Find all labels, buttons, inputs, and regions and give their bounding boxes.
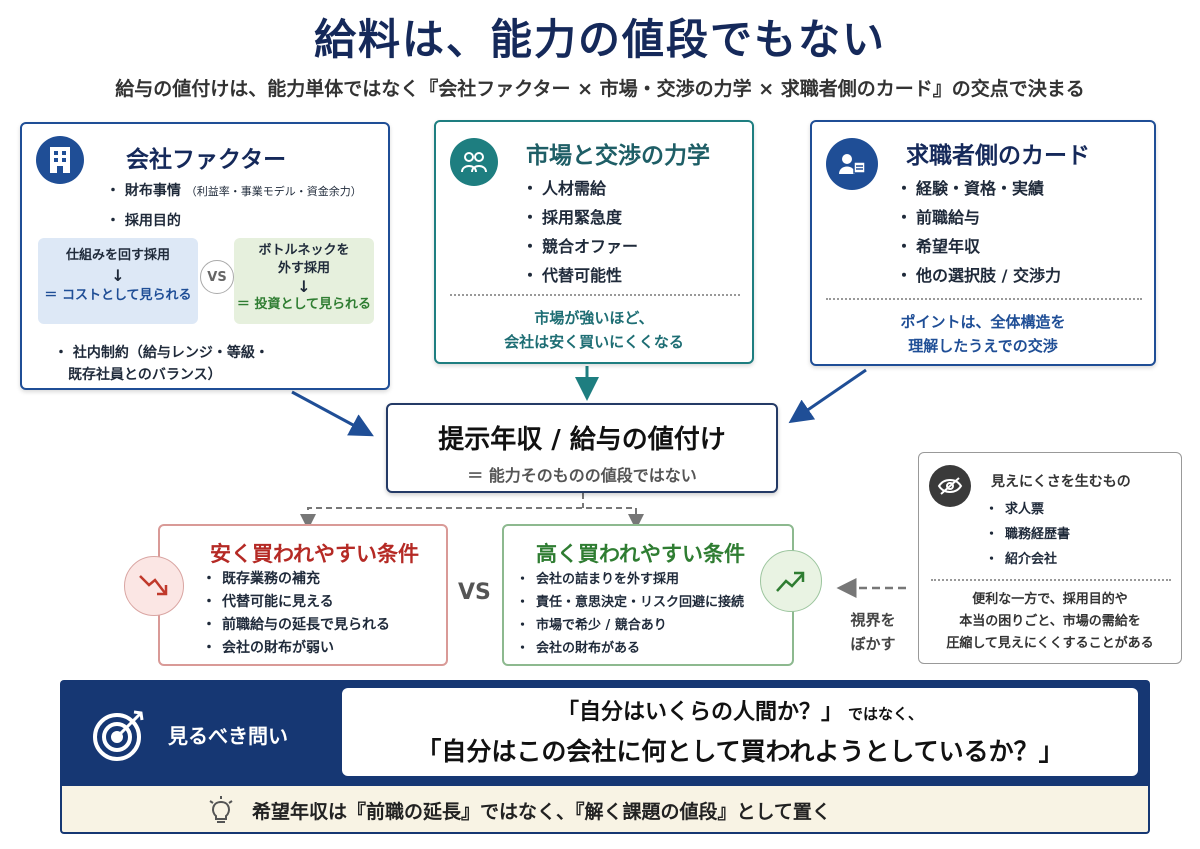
seeker-heading: 求職者側のカード — [906, 143, 1090, 169]
list-item: 既存業務の補充 — [200, 568, 390, 591]
divider — [931, 579, 1171, 581]
page-subtitle: 給与の値付けは、能力単体ではなく『会社ファクター × 市場・交渉の力学 × 求職… — [115, 78, 1085, 100]
market-list: 人材需給 採用緊急度 競合オファー 代替可能性 — [520, 174, 638, 290]
question-line-1: 「自分はいくらの人間か？」 ではなく、 — [556, 700, 924, 725]
list-item: 責任・意思決定・リスク回避に接続 — [514, 591, 744, 614]
list-item: 希望年収 — [894, 232, 1061, 261]
list-item: 求人票 — [983, 497, 1070, 522]
cheap-list: 既存業務の補充 代替可能に見える 前職給与の延長で見られる 会社の財布が弱い — [200, 568, 390, 660]
company-constraint: ・ 社内制約（給与レンジ・等級・ 既存社員とのバランス） — [54, 345, 269, 383]
trend-down-icon — [124, 556, 184, 616]
list-item: 人材需給 — [520, 174, 638, 203]
question-line-2: 「自分はこの会社に何として買われようとしているか？」 — [416, 737, 1064, 766]
seeker-note: ポイントは、全体構造を 理解したうえでの交渉 — [900, 313, 1066, 355]
offer-salary-box: 提示年収 / 給与の値付け ＝ 能力そのものの値段ではない — [386, 403, 778, 493]
list-item: 前職給与 — [894, 203, 1061, 232]
list-item: 職務経歴書 — [983, 522, 1070, 547]
expensive-conditions-card: 高く買われやすい条件 会社の詰まりを外す採用 責任・意思決定・リスク回避に接続 … — [502, 524, 794, 666]
expensive-list: 会社の詰まりを外す採用 責任・意思決定・リスク回避に接続 市場で希少 / 競合あ… — [514, 568, 744, 660]
list-item: 会社の財布が弱い — [200, 637, 390, 660]
question-panel: 見るべき問い 「自分はいくらの人間か？」 ではなく、 「自分はこの会社に何として… — [60, 680, 1150, 786]
list-item: 代替可能性 — [520, 261, 638, 290]
list-item: 紹介会社 — [983, 547, 1070, 572]
arrow-company-to-center — [291, 390, 374, 437]
offer-title: 提示年収 / 給与の値付け — [438, 425, 726, 455]
id-card-icon — [826, 138, 878, 190]
list-item: 競合オファー — [520, 232, 638, 261]
investment-hiring-title-2: 外す採用 — [277, 261, 330, 276]
list-item: 会社の財布がある — [514, 637, 744, 660]
list-item: 他の選択肢 / 交渉力 — [894, 261, 1061, 290]
blur-label: 視界を ぼかす — [850, 611, 896, 653]
investment-hiring-box: ボトルネックを 外す採用 ↓ ＝ 投資として見られる — [234, 238, 374, 324]
building-icon — [36, 136, 84, 184]
page-title: 給料は、能力の値段でもない — [313, 15, 886, 64]
lightbulb-icon — [208, 796, 234, 830]
question-label: 見るべき問い — [168, 724, 288, 748]
expensive-heading: 高く買われやすい条件 — [536, 542, 745, 566]
question-box: 「自分はいくらの人間か？」 ではなく、 「自分はこの会社に何として買われようとし… — [342, 688, 1138, 776]
list-item: 前職給与の延長で見られる — [200, 614, 390, 637]
footer-text: 希望年収は『前職の延長』ではなく、『解く課題の値段』として置く — [252, 801, 831, 823]
list-item: 採用緊急度 — [520, 203, 638, 232]
list-item: 代替可能に見える — [200, 591, 390, 614]
list-item: 経験・資格・実績 — [894, 174, 1061, 203]
hidden-note: 便利な一方で、採用目的や 本当の困りごと、市場の需給を 圧縮して見えにくくするこ… — [946, 592, 1154, 651]
trend-up-icon — [760, 550, 822, 612]
cost-hiring-title: 仕組みを回す採用 — [65, 248, 170, 263]
list-item: 会社の詰まりを外す採用 — [514, 568, 744, 591]
hidden-factors-card: 見えにくさを生むもの 求人票 職務経歴書 紹介会社 便利な一方で、採用目的や 本… — [918, 452, 1182, 664]
seeker-list: 経験・資格・実績 前職給与 希望年収 他の選択肢 / 交渉力 — [894, 174, 1061, 290]
investment-hiring-title-1: ボトルネックを — [258, 243, 350, 258]
arrow-center-to-conditions — [307, 507, 637, 520]
cost-hiring-result: ＝ コストとして見られる — [44, 288, 192, 303]
company-item-finance: ・ 財布事情 （利益率・事業モデル・資金余力） — [106, 183, 362, 199]
company-factor-card: 会社ファクター ・ 財布事情 （利益率・事業モデル・資金余力） ・ 採用目的 仕… — [20, 122, 390, 390]
cost-hiring-box: 仕組みを回す採用 ↓ ＝ コストとして見られる — [38, 238, 198, 324]
hidden-list: 求人票 職務経歴書 紹介会社 — [983, 497, 1070, 572]
market-heading: 市場と交渉の力学 — [526, 143, 710, 169]
company-item-purpose: ・ 採用目的 — [106, 213, 181, 229]
vs-label: VS — [458, 580, 491, 605]
target-icon — [90, 706, 148, 764]
company-heading: 会社ファクター — [126, 147, 287, 173]
vs-badge: VS — [200, 260, 234, 294]
cheap-heading: 安く買われやすい条件 — [210, 542, 419, 566]
cheap-conditions-card: 安く買われやすい条件 既存業務の補充 代替可能に見える 前職給与の延長で見られる… — [158, 524, 448, 666]
offer-subtitle: ＝ 能力そのものの値段ではない — [467, 466, 697, 485]
down-arrow-icon: ↓ — [297, 277, 311, 296]
down-arrow-icon: ↓ — [111, 266, 125, 285]
eye-slash-icon — [929, 465, 971, 507]
footer-panel: 希望年収は『前職の延長』ではなく、『解く課題の値段』として置く — [60, 786, 1150, 834]
divider — [826, 298, 1142, 300]
market-card: 市場と交渉の力学 人材需給 採用緊急度 競合オファー 代替可能性 市場が強いほど… — [434, 120, 754, 364]
hidden-heading: 見えにくさを生むもの — [991, 474, 1131, 490]
seeker-card: 求職者側のカード 経験・資格・実績 前職給与 希望年収 他の選択肢 / 交渉力 … — [810, 120, 1156, 366]
arrow-seeker-to-center — [788, 368, 867, 424]
investment-hiring-result: ＝ 投資として見られる — [236, 297, 372, 312]
divider — [450, 294, 740, 296]
list-item: 市場で希少 / 競合あり — [514, 614, 744, 637]
people-icon — [450, 138, 498, 186]
market-note: 市場が強いほど、 会社は安く買いにくくなる — [504, 309, 684, 351]
